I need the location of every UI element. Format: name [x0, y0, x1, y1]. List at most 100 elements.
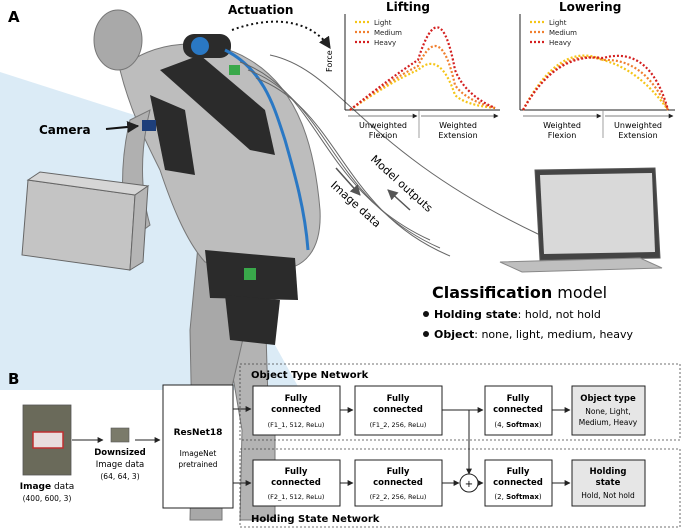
lifting-phase1-line1: Unweighted [359, 121, 407, 130]
bullet2-bold: Object [434, 328, 474, 341]
object-type-line2: Medium, Heavy [579, 418, 638, 427]
image-rest: data [51, 482, 74, 492]
fc2-2-title2: connected [373, 478, 423, 488]
data-flow-line-4 [269, 54, 541, 236]
fc2-3-softmax: Softmax [506, 493, 539, 501]
lifting-light-curve [349, 62, 496, 111]
fc1-1-spec: (F1_1, 512, ReLu) [268, 421, 325, 429]
camera-arrow [105, 121, 140, 133]
image-label: Image data [20, 482, 75, 492]
fc1-3-spec-close: ) [539, 421, 542, 429]
fc1-3-title1: Fully [507, 394, 530, 404]
lifting-phase2-line2: Extension [438, 131, 477, 140]
image-title: Image [20, 482, 51, 492]
object-type-output-box [571, 385, 646, 436]
person-illustration [21, 9, 321, 521]
holding-network-label: Holding State Network [251, 514, 380, 525]
fc1-3-box [484, 385, 553, 436]
classification-rest: model [552, 283, 607, 302]
holding-network-frame [239, 448, 681, 528]
bullet2-rest: : none, light, medium, heavy [474, 328, 633, 341]
fc1-2-spec: (F1_2, 256, ReLu) [370, 421, 427, 429]
fc2-2-spec: (F2_2, 256, ReLu) [370, 493, 427, 501]
holding-state-title1: Holding [589, 467, 626, 477]
fc2-3-spec-close: ) [539, 493, 542, 501]
lowering-phase1-line1: Weighted [543, 121, 581, 130]
image-dims: (400, 600, 3) [23, 494, 72, 503]
image-data-arrow [335, 167, 361, 196]
holding-state-output-box [571, 459, 646, 507]
fc2-3-title2: connected [493, 478, 543, 488]
object-network-label: Object Type Network [251, 370, 369, 381]
downsized-image [110, 427, 130, 443]
lifting-legend-medium: Medium [374, 29, 402, 37]
holding-state-title2: state [596, 478, 621, 488]
fc1-2-box [354, 385, 443, 436]
bullet1-bold: Holding state [434, 308, 518, 321]
lifting-medium-curve [349, 44, 496, 111]
fc1-1-box [252, 385, 341, 436]
fc1-1-title2: connected [271, 405, 321, 415]
panel-a-label: A [8, 8, 20, 26]
fc2-1-title2: connected [271, 478, 321, 488]
data-flow-line-1 [239, 61, 431, 241]
lifting-legend-heavy: Heavy [374, 39, 396, 47]
fc2-1-spec: (F2_1, 512, ReLu) [268, 493, 325, 501]
actuation-arrow [231, 20, 331, 49]
bullet-dot-1 [423, 311, 429, 317]
object-type-title: Object type [580, 394, 636, 404]
fc2-3-spec: (2, Softmax) [494, 493, 541, 501]
plus-sign: + [465, 479, 473, 490]
classification-bold: Classification [432, 283, 552, 302]
fc2-3-box [484, 459, 553, 507]
camera-label: Camera [39, 123, 91, 137]
fc1-2-title1: Fully [387, 394, 410, 404]
lifting-phase2-line1: Weighted [439, 121, 477, 130]
fc1-3-softmax: Softmax [506, 421, 539, 429]
lowering-phase2-line1: Unweighted [614, 121, 662, 130]
holding-state-line1: Hold, Not hold [581, 491, 635, 500]
resnet-title: ResNet18 [174, 428, 223, 438]
lifting-title: Lifting [386, 0, 430, 14]
downsized-dims: (64, 64, 3) [100, 472, 139, 481]
classification-title: Classification model [432, 283, 607, 302]
lowering-plot: Lowering Light Medium Heavy Weighted Fle… [519, 0, 675, 140]
fc1-3-spec: (4, Softmax) [494, 421, 541, 429]
data-flow-line-2 [247, 69, 441, 249]
fc1-3-title2: connected [493, 405, 543, 415]
resnet-sub1: ImageNet [180, 449, 217, 458]
panel-b-label: B [8, 370, 19, 388]
object-type-line1: None, Light, [585, 407, 630, 416]
fc1-3-spec-pre: (4, [494, 421, 506, 429]
laptop-illustration [499, 167, 663, 273]
downsized-title: Downsized [94, 448, 146, 458]
holding-state-bullet: Holding state: hold, not hold [434, 308, 601, 321]
resnet-box [162, 384, 234, 509]
force-label: Force [325, 50, 334, 72]
lowering-title: Lowering [559, 0, 621, 14]
fc1-2-title2: connected [373, 405, 423, 415]
lowering-phase1-line2: Flexion [548, 131, 577, 140]
data-flow-line-3 [255, 77, 451, 257]
bullet1-rest: : hold, not hold [518, 308, 601, 321]
lowering-legend-light: Light [549, 19, 567, 27]
lowering-medium-curve [522, 56, 670, 111]
downsized-sub: Image data [96, 460, 144, 470]
object-bullet: Object: none, light, medium, heavy [434, 328, 633, 341]
fc2-3-spec-pre: (2, [494, 493, 506, 501]
object-network-frame [239, 363, 681, 441]
lifting-legend-light: Light [374, 19, 392, 27]
fc2-1-title1: Fully [285, 467, 308, 477]
fc2-2-title1: Fully [387, 467, 410, 477]
lowering-phase2-line2: Extension [618, 131, 657, 140]
lifting-plot: Lifting Force Light Medium Heavy Unweigh… [325, 0, 500, 140]
resnet-sub2: pretrained [178, 460, 217, 469]
input-image-object [32, 431, 64, 449]
bullet-dot-2 [423, 331, 429, 337]
model-outputs-arrow [387, 189, 411, 211]
actuation-label: Actuation [228, 3, 293, 17]
fc2-1-box [252, 459, 341, 507]
lowering-light-curve [522, 54, 669, 111]
